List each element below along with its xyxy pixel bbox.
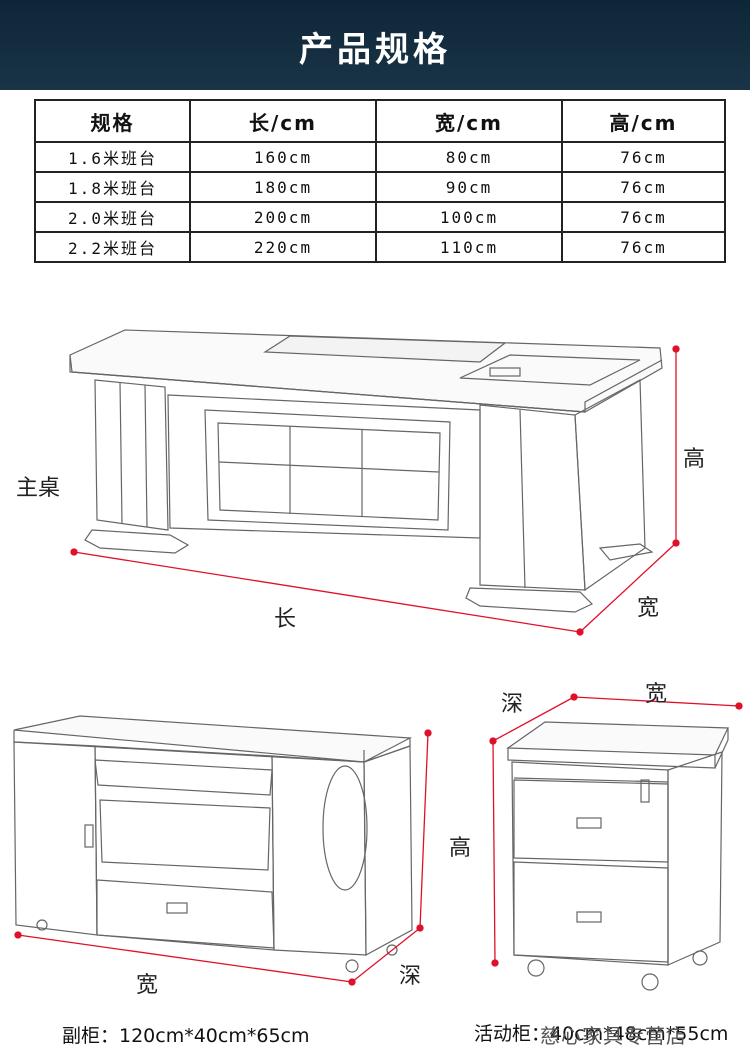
header-banner: 产品规格: [0, 0, 750, 90]
side-cabinet-caption: 副柜：120cm*40cm*65cm: [62, 1025, 310, 1047]
table-row: 2.2米班台 220cm 110cm 76cm: [34, 231, 726, 263]
spec-table: 规格 长/cm 宽/cm 高/cm 1.6米班台 160cm 80cm 76cm…: [34, 99, 726, 263]
table-cell: 76cm: [561, 171, 726, 203]
table-cell: 90cm: [375, 171, 563, 203]
table-row: 1.6米班台 160cm 80cm 76cm: [34, 141, 726, 173]
table-cell: 76cm: [561, 201, 726, 233]
side-cabinet-height-label: 高: [449, 836, 472, 861]
table-cell: 100cm: [375, 201, 563, 233]
dimension-lines: [14, 345, 743, 986]
side-cabinet-drawing: [13, 715, 413, 973]
table-cell: 160cm: [189, 141, 377, 173]
table-cell: 76cm: [561, 231, 726, 263]
column-header: 长/cm: [189, 99, 377, 143]
table-cell: 200cm: [189, 201, 377, 233]
column-header: 宽/cm: [375, 99, 563, 143]
table-header-row: 规格 长/cm 宽/cm 高/cm: [34, 99, 726, 143]
mobile-cabinet-width-label: 宽: [645, 682, 668, 707]
page-title: 产品规格: [299, 30, 451, 70]
table-cell: 220cm: [189, 231, 377, 263]
column-header: 高/cm: [561, 99, 726, 143]
side-cabinet-width-label: 宽: [136, 973, 159, 998]
table-cell: 110cm: [375, 231, 563, 263]
column-header: 规格: [34, 99, 191, 143]
main-desk-label: 主桌: [16, 476, 61, 501]
table-row: 1.8米班台 180cm 90cm 76cm: [34, 171, 726, 203]
table-cell: 2.0米班台: [34, 201, 191, 233]
table-cell: 76cm: [561, 141, 726, 173]
main-desk-height-label: 高: [683, 447, 706, 472]
mobile-cabinet-drawing: [506, 721, 729, 991]
table-cell: 80cm: [375, 141, 563, 173]
main-desk-length-label: 长: [274, 607, 297, 632]
main-desk-drawing: [69, 329, 663, 613]
table-cell: 1.8米班台: [34, 171, 191, 203]
table-cell: 2.2米班台: [34, 231, 191, 263]
mobile-cabinet-depth-label: 深: [501, 692, 524, 717]
main-desk-width-label: 宽: [637, 596, 660, 621]
side-cabinet-depth-label: 深: [399, 964, 422, 989]
table-cell: 1.6米班台: [34, 141, 191, 173]
shop-watermark: 慈心家具专营店: [540, 1024, 687, 1048]
mobile-cabinet-caption: 活动柜：40cm*48cm*55cm: [474, 1023, 729, 1045]
table-cell: 180cm: [189, 171, 377, 203]
table-row: 2.0米班台 200cm 100cm 76cm: [34, 201, 726, 233]
